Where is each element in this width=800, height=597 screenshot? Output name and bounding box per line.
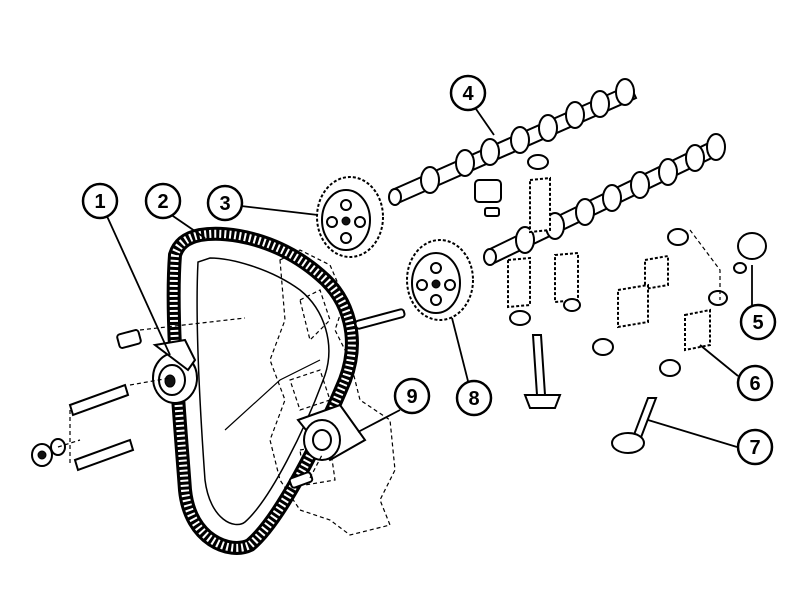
center-valve-assembly <box>474 154 581 409</box>
timing-belt <box>166 226 359 555</box>
upper-camshaft <box>388 78 638 206</box>
tensioner-pulley <box>31 317 246 472</box>
svg-text:6: 6 <box>749 373 760 395</box>
callout-9: 9 <box>393 377 431 415</box>
right-valve-assembly <box>592 228 767 454</box>
svg-text:4: 4 <box>462 83 474 105</box>
upper-camshaft-sprocket <box>316 176 384 258</box>
leader-lines <box>105 108 753 448</box>
svg-text:2: 2 <box>157 191 168 213</box>
callout-2: 2 <box>144 182 182 220</box>
callout-3: 3 <box>206 184 244 222</box>
svg-text:7: 7 <box>749 437 760 459</box>
lower-camshaft <box>483 133 726 266</box>
callout-7: 7 <box>736 428 774 466</box>
idler-pulley <box>288 403 367 489</box>
callout-6: 6 <box>736 364 774 402</box>
svg-text:1: 1 <box>94 191 105 213</box>
lower-camshaft-sprocket <box>354 239 474 330</box>
callout-4: 4 <box>449 74 487 112</box>
svg-text:5: 5 <box>752 312 763 334</box>
svg-text:8: 8 <box>468 388 479 410</box>
svg-text:3: 3 <box>219 193 230 215</box>
svg-text:9: 9 <box>406 386 417 408</box>
callout-8: 8 <box>455 379 493 417</box>
callout-1: 1 <box>81 182 119 220</box>
callout-5: 5 <box>739 303 777 341</box>
